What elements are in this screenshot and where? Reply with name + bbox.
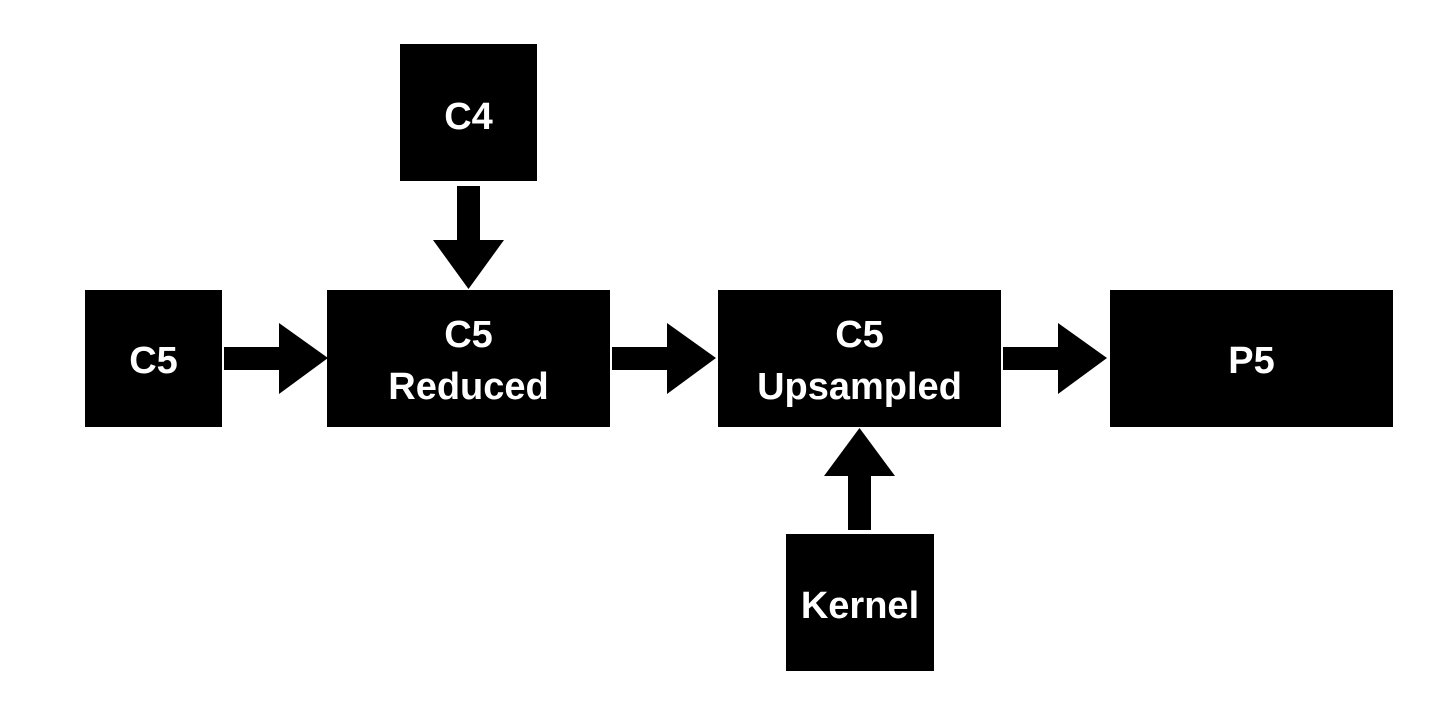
arrow-c4-to-c5-reduced (433, 186, 504, 289)
node-kernel-label: Kernel (801, 585, 919, 627)
arrow-c5-reduced-to-c5-upsampled (612, 323, 716, 394)
node-c5-reduced-label-line1: C5 (444, 314, 493, 356)
node-c5-reduced: C5 Reduced (327, 290, 610, 427)
arrow-c5-upsampled-to-p5 (1003, 323, 1107, 394)
node-c5-reduced-box (327, 290, 610, 427)
node-c5-upsampled-label-line2: Upsampled (757, 366, 962, 408)
node-c4-box (400, 44, 537, 181)
node-c5-box (85, 290, 222, 427)
node-kernel: Kernel (786, 534, 934, 671)
node-p5-box (1110, 290, 1393, 427)
node-c5-label: C5 (129, 340, 178, 382)
arrow-c5-to-c5-reduced (224, 323, 328, 394)
node-p5-label: P5 (1228, 340, 1274, 382)
node-c5-upsampled-box (718, 290, 1001, 427)
node-c5: C5 (85, 290, 222, 427)
arrow-kernel-to-c5-upsampled (824, 428, 895, 530)
node-p5: P5 (1110, 290, 1393, 427)
node-c4: C4 (400, 44, 537, 181)
node-c5-upsampled-label-line1: C5 (835, 314, 884, 356)
node-c5-upsampled: C5 Upsampled (718, 290, 1001, 427)
node-kernel-box (786, 534, 934, 671)
node-c5-reduced-label-line2: Reduced (388, 366, 548, 408)
node-c4-label: C4 (444, 96, 493, 138)
